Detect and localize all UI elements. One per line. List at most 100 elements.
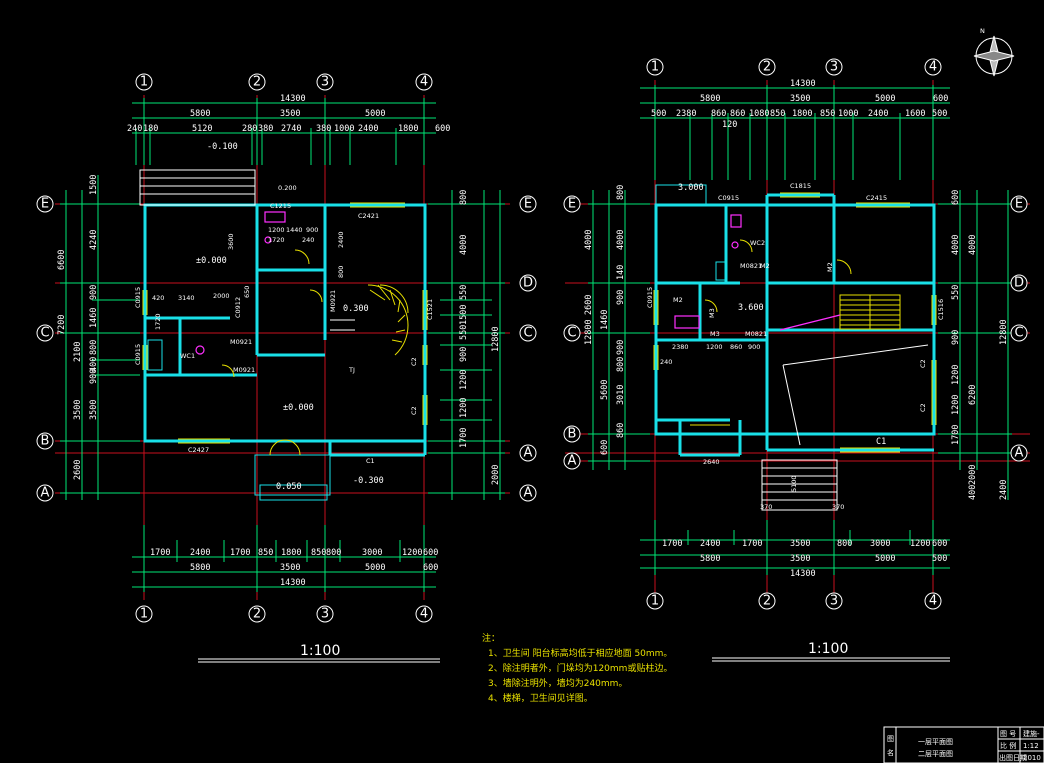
p2-dim-right-outer: 12800	[999, 319, 1009, 345]
p1-label-0: 0.200	[278, 184, 297, 192]
p2-dim-left-10: 800	[616, 357, 626, 372]
dim-right-8: 1700	[459, 428, 469, 448]
p1-label-25: C2427	[188, 446, 209, 454]
dim-bot2-3: 600	[423, 563, 438, 573]
dim-left-11: 3500	[73, 400, 83, 420]
dim-top2-10: 600	[435, 124, 450, 134]
p2-dim-left-7: 900	[616, 290, 626, 305]
dim-top-2: 3500	[280, 109, 300, 119]
p2-dim-right-8: 400	[968, 485, 978, 500]
tb-col3-0: 图 号	[1000, 730, 1016, 738]
p2-label-27: M0821	[745, 330, 767, 338]
dim-top2-1: 180	[143, 124, 158, 134]
p1-label-31: ±0.000	[283, 403, 314, 413]
p2-dim-top2-9: 2400	[868, 109, 888, 119]
dim-top-3: 5000	[365, 109, 385, 119]
p2-dim-bot-4: 800	[837, 539, 852, 549]
axis-3-bottom: 3	[321, 607, 329, 622]
dim-bot-5: 850	[311, 548, 326, 558]
p2-label-20: C1	[876, 437, 886, 447]
p1-label-30: ±0.000	[196, 256, 227, 266]
p1-label-19: 2000	[213, 292, 230, 300]
axis-1-top: 1	[140, 75, 148, 90]
p2-dim-right-4: 1200	[951, 365, 961, 385]
p2-dim-bot-7: 600	[932, 539, 947, 549]
p1-label-29: -0.100	[207, 142, 238, 152]
dim-bot-4: 1800	[281, 548, 301, 558]
tb-col4-0: 建施-	[1023, 729, 1040, 738]
p1-label-14: 0.300	[343, 304, 369, 314]
p2-label-8: M2	[673, 296, 683, 304]
p2-dim-left-12: 860	[616, 423, 626, 438]
p2-dim-left-2: 12800	[584, 319, 594, 345]
p2-dim-bot2-2: 5000	[875, 554, 895, 564]
axis-3-top: 3	[321, 75, 329, 90]
p2-label-0: 3.000	[678, 183, 704, 193]
dim-right-7: 1200	[459, 398, 469, 418]
p2-dim-left-5: 4000	[616, 230, 626, 250]
dim-overall-top: 14300	[280, 94, 306, 104]
p2-dim-bot-2: 1700	[742, 539, 762, 549]
p2-dim-top2-11: 500	[932, 109, 947, 119]
p2-label-23: 5100	[790, 475, 798, 492]
p2-dim-bot-0: 1700	[662, 539, 682, 549]
plan1: 1 2 3 4 1 2 3 4 E C B A E D C A A 14300 …	[36, 73, 537, 663]
p2-label-25: 370	[832, 503, 844, 511]
p2-axis-c-right: C	[1014, 326, 1023, 341]
dim-bot2-1: 3500	[280, 563, 300, 573]
dim-top2-2: 5120	[192, 124, 212, 134]
p1-label-10: 800	[337, 266, 345, 278]
p1-label-2: C2421	[358, 212, 379, 220]
p2-dim-bot-5: 3000	[870, 539, 890, 549]
p2-dim-left-1: 2600	[584, 295, 594, 315]
dim-left-0: 6600	[57, 250, 67, 270]
p2-label-13: 2380	[672, 343, 689, 351]
p2-dim-right-1: 4000	[951, 235, 961, 255]
dim-top2-8: 2400	[358, 124, 378, 134]
axis-c-right: C	[523, 326, 532, 341]
p2-dim-left-6: 140	[616, 265, 626, 280]
plan1-axis-bubbles	[36, 73, 537, 623]
p1-label-34: TJ	[348, 366, 355, 374]
dim-right-outer: 12800	[491, 326, 501, 352]
axis-a-left: A	[41, 486, 50, 501]
p2-axis-1-bottom: 1	[651, 594, 659, 609]
p2-dim-top-3: 600	[933, 94, 948, 104]
dim-top2-5: 2740	[281, 124, 301, 134]
dim-left-2: 2600	[73, 460, 83, 480]
p1-label-21: C0915	[134, 344, 142, 365]
p2-label-17: 240	[660, 358, 672, 366]
p2-label-15: 860	[730, 343, 742, 351]
p2-label-18: C2	[919, 359, 927, 368]
p2-axis-d-right: D	[1014, 276, 1024, 291]
p1-label-16: C0915	[134, 287, 142, 308]
notes: 注： 1、卫生间 阳台标高均低于相应地面 50mm。 2、除注明者外，门垛均为1…	[482, 632, 672, 704]
p1-label-24: M0921	[233, 366, 255, 374]
dim-top2-7: 1000	[334, 124, 354, 134]
p2-dim-right-1b: 4000	[968, 235, 978, 255]
p2-axis-e-right: E	[1015, 197, 1023, 212]
p2-dim-bot-6: 1200	[910, 539, 930, 549]
north-arrow-icon: N	[973, 27, 1015, 77]
p2-dim-left-3: 5600	[600, 380, 610, 400]
note-2: 2、除注明者外，门垛均为120mm或贴柱边。	[488, 662, 672, 674]
p2-label-7: WC2	[750, 239, 765, 247]
p2-dim-right-2: 550	[951, 285, 961, 300]
p2-label-24: 370	[760, 503, 772, 511]
tb-col4-2: 2010	[1023, 754, 1041, 762]
dim-left-9: 400	[89, 357, 99, 372]
dim-right-9: 2000	[491, 465, 501, 485]
dim-bot-1: 2400	[190, 548, 210, 558]
p2-dim-right-outer3: 2400	[999, 480, 1009, 500]
p2-dim-left-11: 3010	[616, 385, 626, 405]
p1-label-9: 3600	[227, 233, 235, 250]
p2-label-14: 1200	[706, 343, 723, 351]
dim-right-4: 550	[459, 325, 469, 340]
dim-left-5: 900	[89, 285, 99, 300]
axis-b-left: B	[41, 434, 50, 449]
axis-4-top: 4	[420, 75, 428, 90]
p2-dim-bot-overall: 14300	[790, 569, 816, 579]
axis-2-top: 2	[253, 75, 261, 90]
p1-label-26: C1	[366, 457, 375, 465]
dim-top2-0: 240	[127, 124, 142, 134]
